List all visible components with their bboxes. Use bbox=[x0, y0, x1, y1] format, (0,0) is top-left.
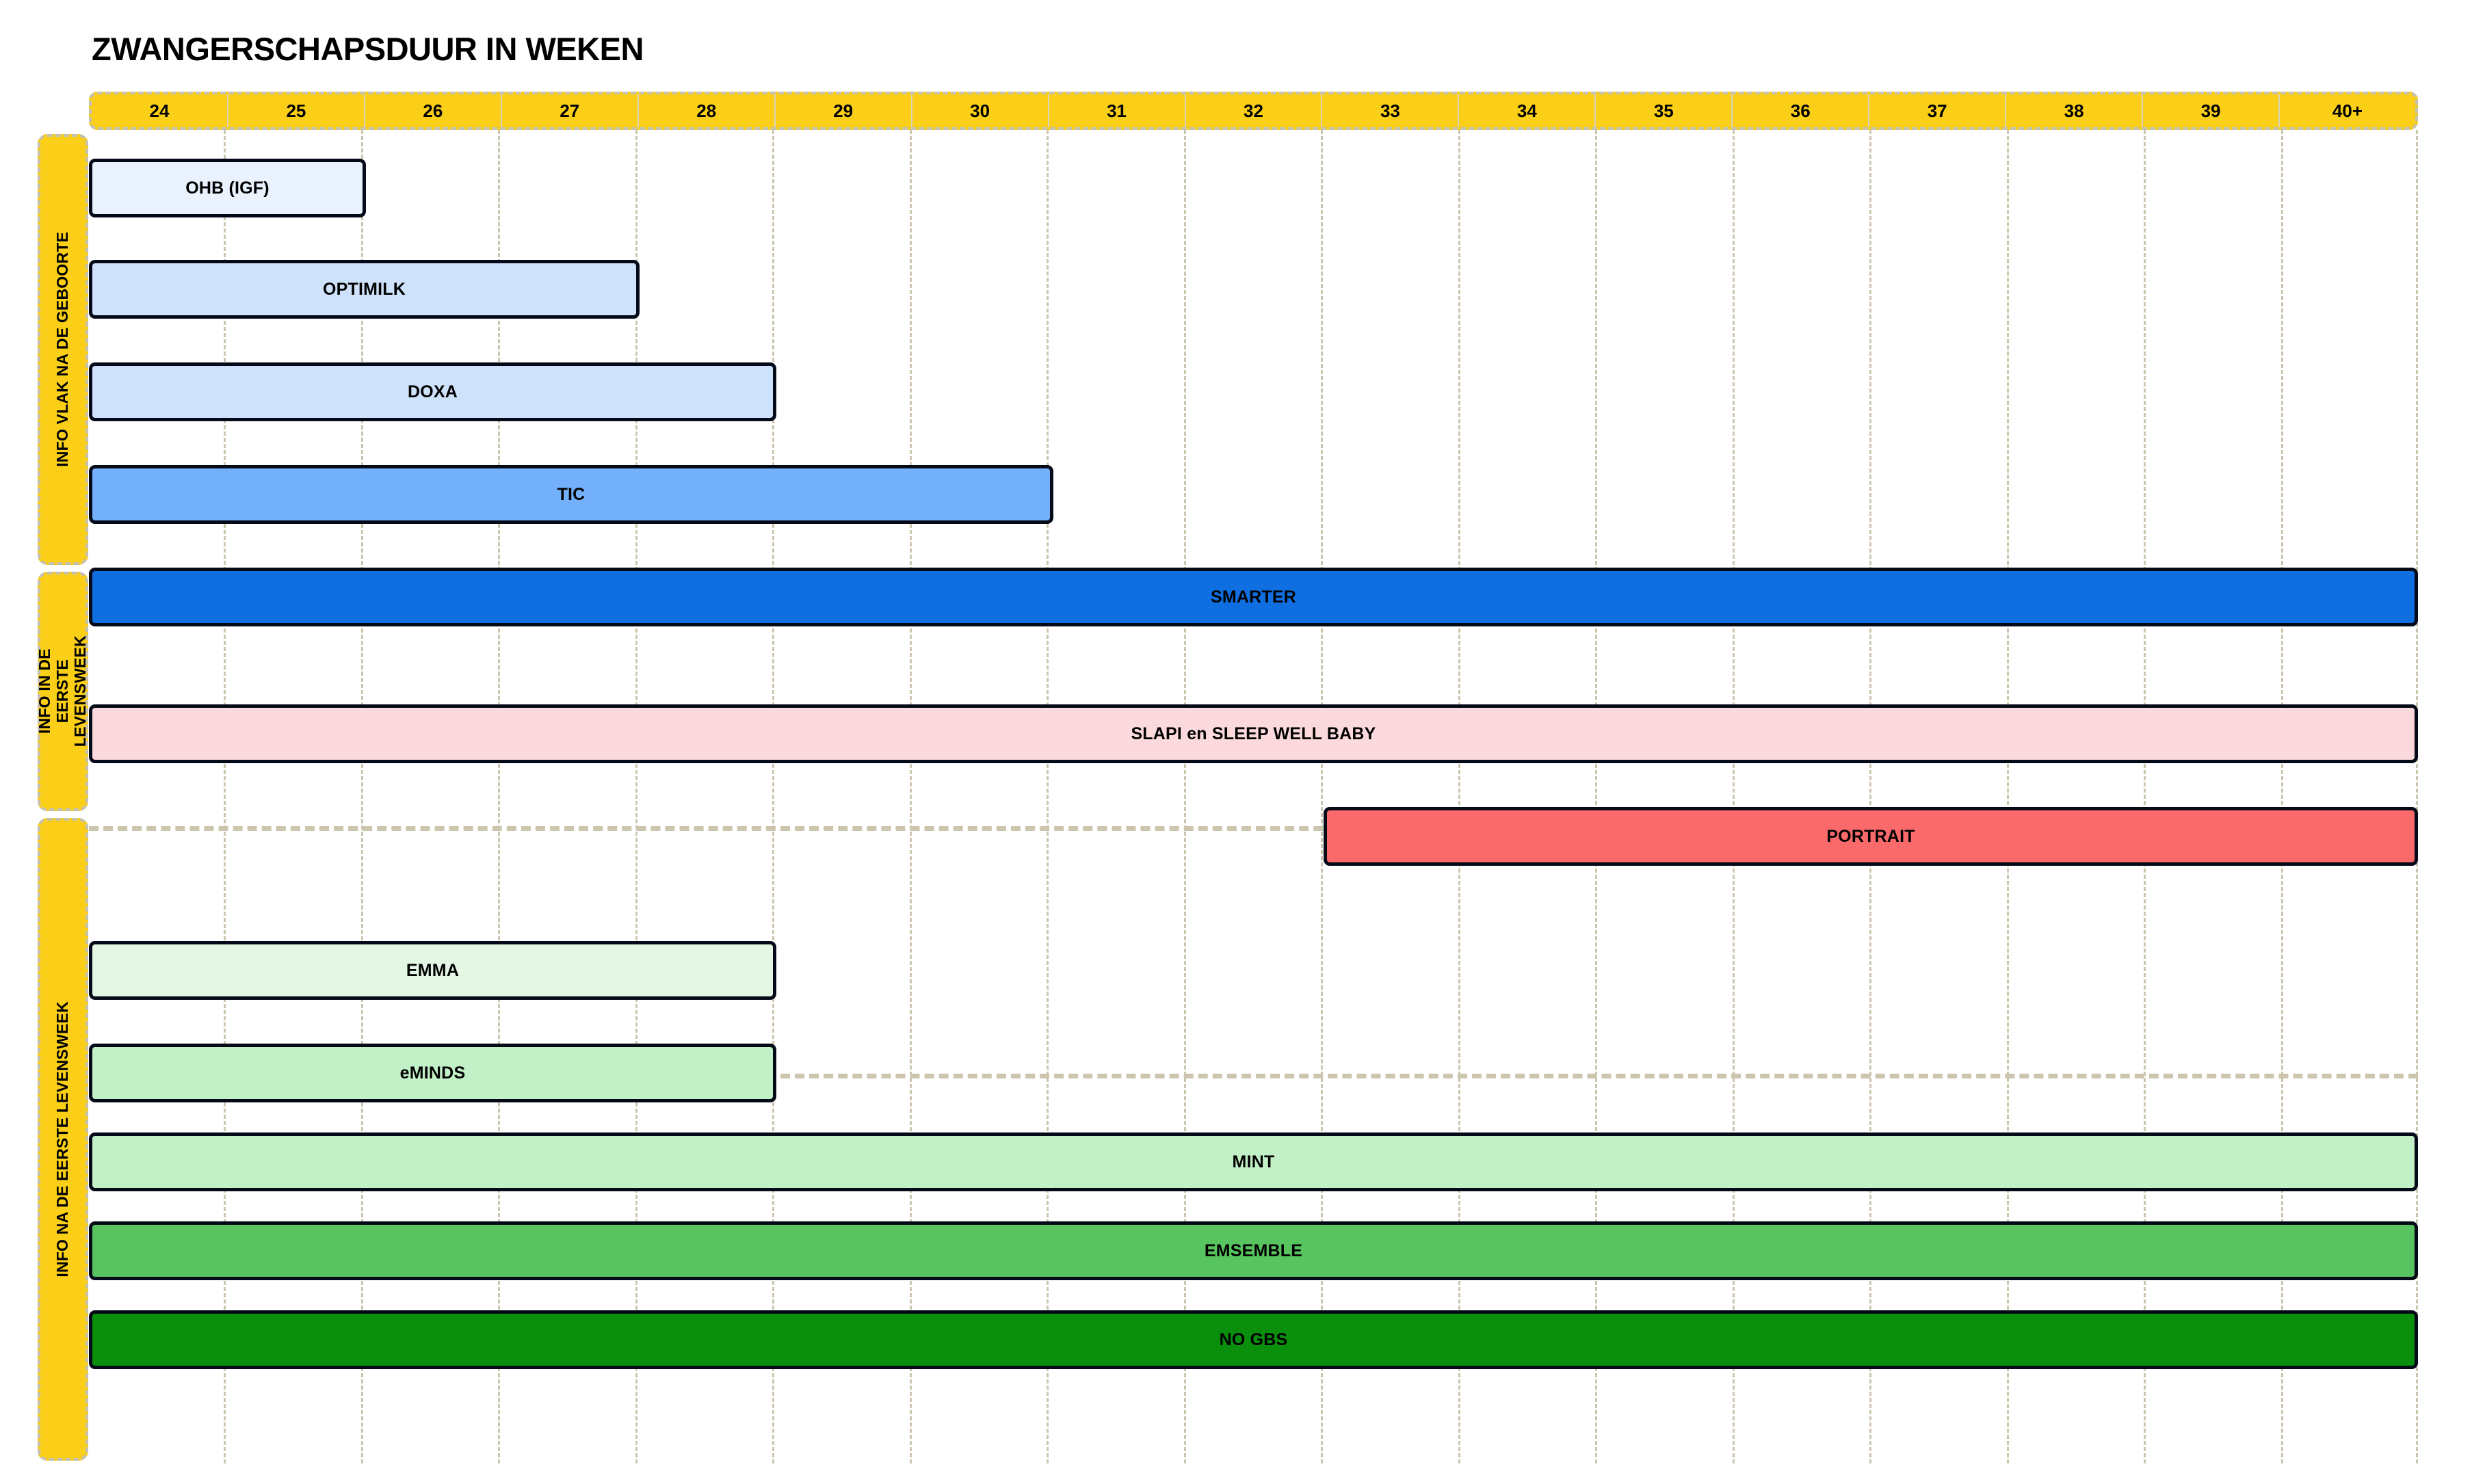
bar-emma[interactable]: EMMA bbox=[89, 941, 776, 1000]
bar-tic[interactable]: TIC bbox=[89, 465, 1053, 524]
bar-label: NO GBS bbox=[1219, 1329, 1288, 1349]
bar-label: OPTIMILK bbox=[322, 279, 406, 299]
bar-label: EMMA bbox=[406, 960, 460, 980]
section-tab-in-eerste-levensweek: INFO IN DE EERSTE LEVENSWEEK bbox=[36, 572, 89, 811]
bar-mint[interactable]: MINT bbox=[89, 1132, 2418, 1191]
week-label-31: 31 bbox=[1049, 94, 1186, 127]
section-divider-1 bbox=[89, 826, 2418, 831]
section-tab-vlak-na-geboorte: INFO VLAK NA DE GEBOORTE bbox=[38, 134, 88, 565]
bar-ohb-igf[interactable]: OHB (IGF) bbox=[89, 159, 366, 217]
week-label-38: 38 bbox=[2006, 94, 2144, 127]
section-tab-label: INFO IN DE EERSTE LEVENSWEEK bbox=[36, 635, 89, 747]
week-label-30: 30 bbox=[912, 94, 1049, 127]
plot-right-edge bbox=[2416, 130, 2418, 1463]
week-label-36: 36 bbox=[1733, 94, 1870, 127]
week-label-27: 27 bbox=[502, 94, 639, 127]
bar-eminds[interactable]: eMINDS bbox=[89, 1044, 776, 1102]
section-tab-label: INFO NA DE EERSTE LEVENSWEEK bbox=[53, 1001, 72, 1277]
section-divider-2 bbox=[89, 1074, 2418, 1078]
bar-doxa[interactable]: DOXA bbox=[89, 362, 776, 421]
page-title: ZWANGERSCHAPSDUUR IN WEKEN bbox=[92, 31, 644, 67]
bar-label: MINT bbox=[1232, 1152, 1275, 1171]
week-label-39: 39 bbox=[2143, 94, 2280, 127]
week-label-26: 26 bbox=[365, 94, 502, 127]
bar-portrait[interactable]: PORTRAIT bbox=[1324, 807, 2418, 866]
week-label-33: 33 bbox=[1322, 94, 1460, 127]
plot-area: OHB (IGF) OPTIMILK DOXA TIC SMARTER SLAPI en … bbox=[89, 130, 2418, 1463]
section-tab-label: INFO VLAK NA DE GEBOORTE bbox=[53, 232, 72, 467]
bar-label: SLAPI en SLEEP WELL BABY bbox=[1131, 724, 1376, 743]
week-label-32: 32 bbox=[1186, 94, 1323, 127]
bar-label: OHB (IGF) bbox=[185, 178, 269, 198]
section-tab-na-eerste-levensweek: INFO NA DE EERSTE LEVENSWEEK bbox=[38, 818, 88, 1461]
week-label-35: 35 bbox=[1596, 94, 1733, 127]
bar-optimilk[interactable]: OPTIMILK bbox=[89, 260, 640, 319]
bar-label: PORTRAIT bbox=[1826, 826, 1915, 846]
bar-no-gbs[interactable]: NO GBS bbox=[89, 1310, 2418, 1369]
week-label-25: 25 bbox=[228, 94, 365, 127]
week-label-29: 29 bbox=[776, 94, 912, 127]
bar-label: EMSEMBLE bbox=[1204, 1241, 1303, 1260]
week-label-34: 34 bbox=[1459, 94, 1596, 127]
bar-label: DOXA bbox=[407, 382, 458, 401]
bar-label: SMARTER bbox=[1210, 587, 1296, 607]
bar-label: eMINDS bbox=[399, 1063, 466, 1083]
week-label-24: 24 bbox=[92, 94, 228, 127]
bar-smarter[interactable]: SMARTER bbox=[89, 568, 2418, 626]
bar-slapi-en-sleep-well-baby[interactable]: SLAPI en SLEEP WELL BABY bbox=[89, 704, 2418, 763]
bar-label: TIC bbox=[557, 484, 586, 504]
week-label-28: 28 bbox=[639, 94, 776, 127]
bar-emsemble[interactable]: EMSEMBLE bbox=[89, 1221, 2418, 1280]
week-label-37: 37 bbox=[1869, 94, 2007, 127]
week-label-40+: 40+ bbox=[2332, 100, 2363, 121]
